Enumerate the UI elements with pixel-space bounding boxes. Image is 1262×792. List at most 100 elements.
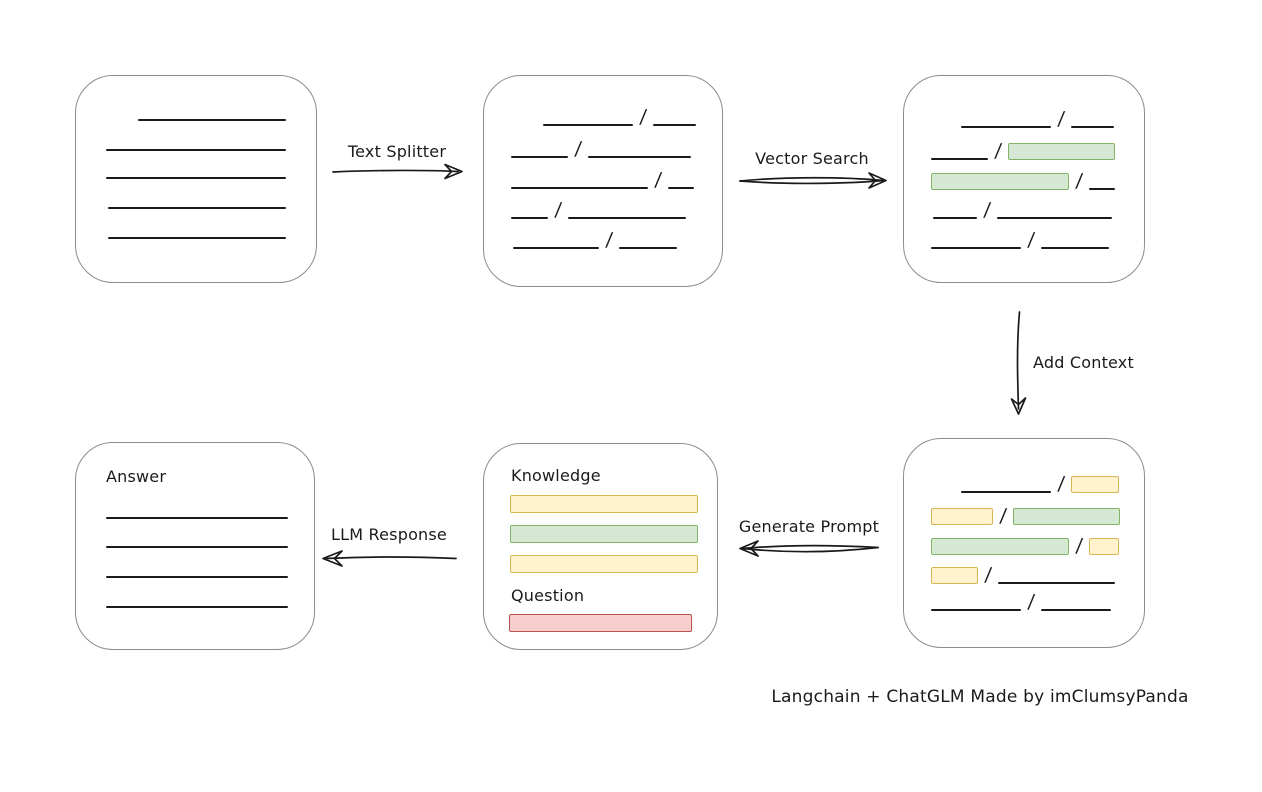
generate-prompt-arrow-label: Generate Prompt	[738, 517, 880, 536]
chunk-row: /	[961, 473, 1120, 495]
chunk-separator-slash: /	[998, 505, 1008, 527]
add-context-arrow	[1010, 311, 1027, 415]
text-line	[106, 546, 288, 548]
text-line	[1041, 247, 1110, 249]
text-line	[998, 582, 1116, 584]
text-line	[106, 576, 288, 578]
chunk-row: /	[511, 199, 687, 221]
llm-response-arrow	[322, 550, 457, 567]
chunk-separator-slash: /	[1074, 535, 1084, 557]
answer-label: Answer	[106, 467, 167, 486]
credit-text: Langchain + ChatGLM Made by imClumsyPand…	[771, 687, 1189, 707]
matched-chunks-box: / / / / /	[903, 75, 1145, 283]
text-line	[931, 247, 1021, 249]
chunk-row: /	[511, 169, 695, 191]
chunk-separator-slash: /	[993, 140, 1003, 162]
chunk-row	[510, 555, 698, 573]
chunk-row	[108, 237, 286, 239]
text-line	[106, 149, 286, 151]
chunk-row	[106, 546, 288, 548]
text-line	[543, 124, 633, 126]
text-line	[653, 124, 697, 126]
chunk-separator-slash: /	[1056, 108, 1066, 130]
context-chunks-box: / / / / /	[903, 438, 1145, 648]
arrow-shaft	[325, 556, 457, 560]
text-line	[933, 217, 977, 219]
text-line	[568, 217, 687, 219]
arrow-head	[868, 172, 887, 189]
add-context-arrow-label: Add Context	[1033, 353, 1134, 372]
text-splitter-arrow	[332, 163, 463, 180]
chunk-row	[138, 119, 286, 121]
text-line	[511, 187, 648, 189]
green-chunk	[1008, 143, 1116, 160]
arrow-shaft	[1016, 311, 1021, 410]
answer-box: Answer	[75, 442, 315, 650]
text-splitter-arrow-label: Text Splitter	[347, 142, 447, 161]
yellow-chunk	[931, 508, 993, 525]
arrow-shaft	[739, 176, 884, 182]
chunk-separator-slash: /	[604, 229, 614, 251]
chunk-row	[509, 614, 692, 632]
chunk-row: /	[543, 106, 697, 128]
text-line	[668, 187, 695, 189]
chunk-row: /	[931, 140, 1116, 162]
text-line	[106, 177, 286, 179]
yellow-chunk	[931, 567, 978, 584]
green-chunk	[1013, 508, 1121, 525]
text-line	[619, 247, 678, 249]
green-chunk	[510, 525, 698, 543]
text-line	[513, 247, 599, 249]
chunk-row	[510, 495, 698, 513]
split-chunks-box: / / / / /	[483, 75, 723, 287]
chunk-separator-slash: /	[982, 199, 992, 221]
chunk-row	[106, 576, 288, 578]
chunk-separator-slash: /	[553, 199, 563, 221]
chunk-row	[108, 207, 286, 209]
yellow-chunk	[1071, 476, 1120, 493]
arrow-shaft	[742, 544, 879, 550]
green-chunk	[931, 173, 1069, 190]
chunk-separator-slash: /	[638, 106, 648, 128]
question-label: Question	[511, 586, 585, 605]
yellow-chunk	[510, 555, 698, 573]
green-chunk	[931, 538, 1069, 555]
source-document-box	[75, 75, 317, 283]
prompt-box: Knowledge Question	[483, 443, 718, 650]
yellow-chunk	[1089, 538, 1120, 555]
text-line	[106, 517, 288, 519]
text-line	[511, 156, 568, 158]
chunk-row	[106, 606, 288, 608]
vector-search-arrow	[739, 172, 887, 189]
chunk-row: /	[931, 564, 1116, 586]
knowledge-label: Knowledge	[511, 466, 601, 485]
text-line	[997, 217, 1113, 219]
text-line	[511, 217, 548, 219]
chunk-row: /	[513, 229, 678, 251]
chunk-row	[106, 517, 288, 519]
chunk-row: /	[511, 138, 692, 160]
text-line	[138, 119, 286, 121]
chunk-row	[510, 525, 698, 543]
arrow-head	[1010, 397, 1027, 415]
arrow-shaft	[332, 169, 459, 173]
chunk-separator-slash: /	[1026, 229, 1036, 251]
arrow-head	[739, 540, 759, 557]
generate-prompt-arrow	[739, 540, 879, 557]
chunk-row	[106, 149, 286, 151]
text-line	[961, 491, 1051, 493]
text-line	[1071, 126, 1115, 128]
chunk-row: /	[961, 108, 1115, 130]
chunk-row: /	[931, 591, 1112, 613]
arrow-head	[322, 550, 343, 567]
text-line	[931, 609, 1021, 611]
text-line	[108, 237, 286, 239]
chunk-row: /	[933, 199, 1113, 221]
chunk-separator-slash: /	[1074, 170, 1084, 192]
chunk-row	[106, 177, 286, 179]
chunk-separator-slash: /	[1056, 473, 1066, 495]
text-line	[961, 126, 1051, 128]
chunk-separator-slash: /	[1026, 591, 1036, 613]
arrow-shaft	[739, 179, 884, 185]
